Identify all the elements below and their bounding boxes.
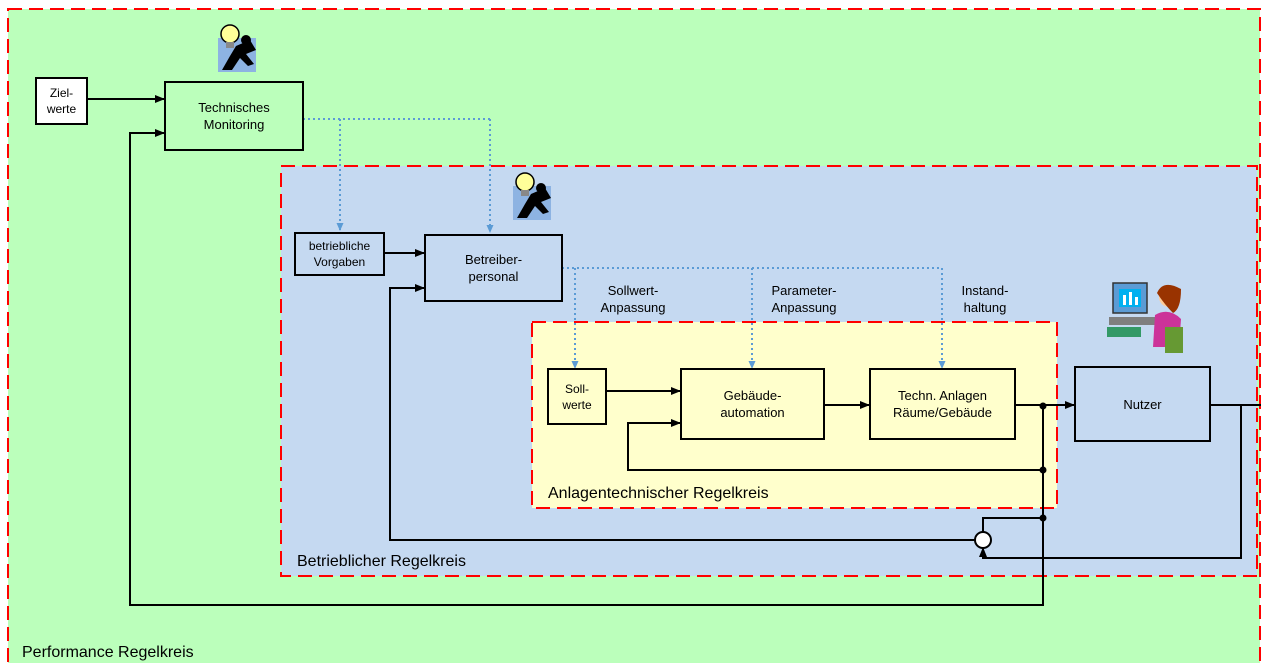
technical-region-label: Anlagentechnischer Regelkreis [548,485,769,502]
sollwerte-label: Soll- werte [562,381,592,412]
zielwerte-box: Ziel- werte [35,77,88,125]
automation-box: Gebäude- automation [680,368,825,440]
line-tap-comparator [982,517,1043,532]
nutzer-label: Nutzer [1123,396,1162,412]
anlagen-box: Techn. Anlagen Räume/Gebäude [869,368,1016,440]
computer-user-icon [1107,282,1183,353]
anlagen-label: Techn. Anlagen Räume/Gebäude [892,388,992,420]
vorgaben-box: betriebliche Vorgaben [294,232,385,276]
sollwerte-box: Soll- werte [547,368,607,425]
automation-label: Gebäude- automation [720,388,785,420]
arrow-technical-feedback [627,406,1044,471]
zielwerte-label: Ziel- werte [46,86,77,116]
comparator-circle [974,531,992,549]
arrow-performance-feedback [129,129,1044,606]
monitoring-label: Technisches Monitoring [198,100,270,132]
vorgaben-label: betriebliche Vorgaben [308,239,371,269]
operational-region-label: Betrieblicher Regelkreis [297,553,466,570]
betreiber-box: Betreiber- personal [424,234,563,302]
betreiber-label: Betreiber- personal [464,252,523,284]
idea-person-icon [513,172,551,220]
idea-person-icon [218,24,256,72]
parameter-annotation: Parameter- Anpassung [771,283,837,315]
junction-dot [1039,466,1047,474]
sollwert-annotation: Sollwert- Anpassung [600,283,666,315]
junction-dot [1039,514,1047,522]
junction-dot [1039,402,1047,410]
performance-region-label: Performance Regelkreis [22,644,194,661]
arrow-operational-feedback [389,284,975,541]
nutzer-box: Nutzer [1074,366,1211,442]
monitoring-box: Technisches Monitoring [164,81,304,151]
instand-annotation: Instand- haltung [961,283,1009,315]
